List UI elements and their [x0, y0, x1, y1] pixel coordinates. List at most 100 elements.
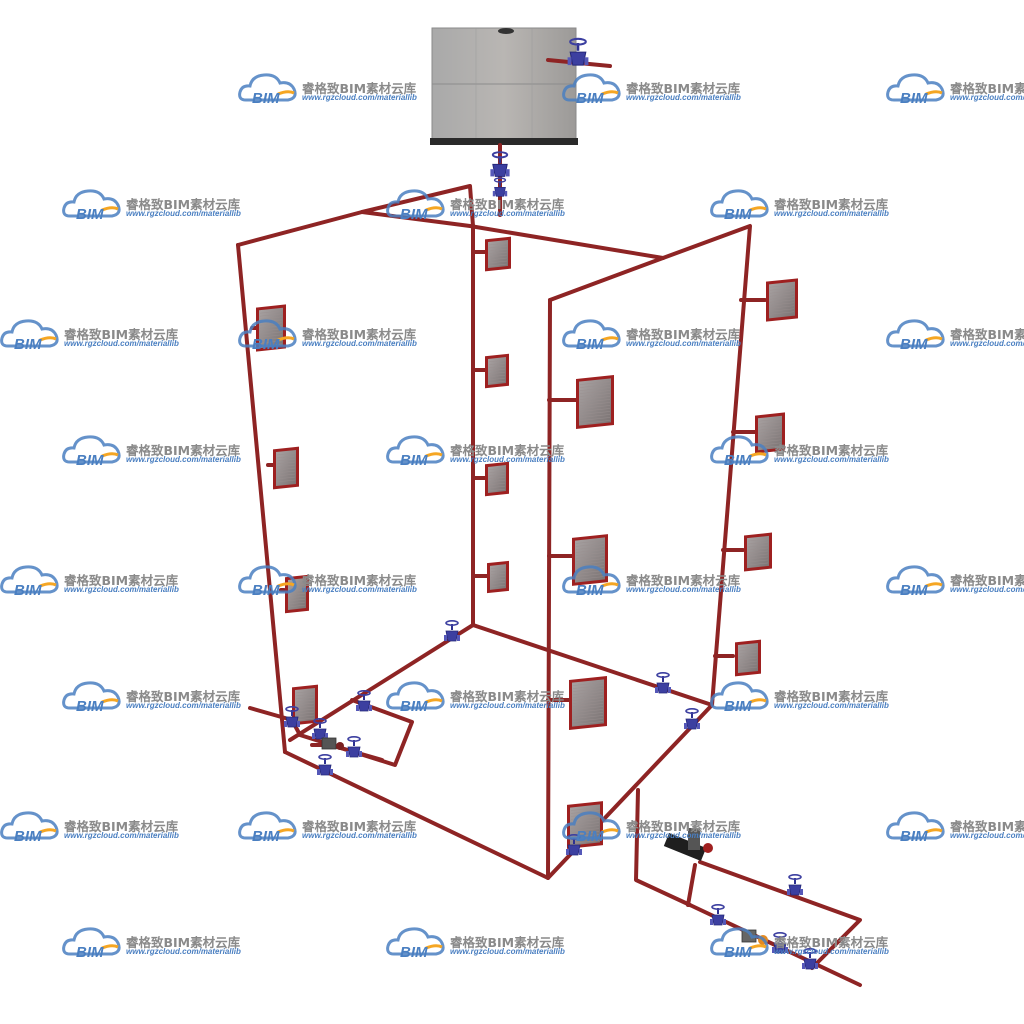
gate-valve-icon: [490, 151, 510, 177]
cloud-logo-icon: BIM: [238, 811, 297, 844]
cloud-logo-icon: BIM: [62, 189, 121, 222]
cloud-logo-icon: BIM: [386, 681, 445, 714]
watermark-brand-text: 睿格致BIM素材云库: [302, 573, 417, 588]
fire-hydrant-cabinet-icon: [292, 684, 318, 726]
gate-valve-icon: [567, 37, 589, 66]
watermark-brand-text: 睿格致BIM素材云库: [626, 81, 741, 96]
gate-valve-icon: [710, 904, 726, 926]
watermark-logo-text: BIM: [252, 582, 280, 598]
watermark-brand-text: 睿格致BIM素材云库: [450, 443, 565, 458]
watermark-url-text: www.rgzcloud.com/materiallib: [950, 339, 1024, 348]
gate-valve-icon: [655, 672, 671, 694]
cloud-logo-icon: BIM: [886, 319, 945, 352]
cloud-logo-icon: BIM: [386, 435, 445, 468]
watermark-url-text: www.rgzcloud.com/materiallib: [126, 455, 241, 464]
fire-hydrant-cabinet-icon: [744, 532, 772, 572]
gate-valve-icon: [284, 706, 300, 728]
cloud-logo-icon: BIM: [710, 681, 769, 714]
fire-hydrant-cabinet-icon: [485, 353, 509, 389]
watermark-url-text: www.rgzcloud.com/materiallib: [450, 455, 565, 464]
fire-hydrant-cabinet-icon: [576, 375, 614, 429]
watermark-brand-text: 睿格致BIM素材云库: [950, 81, 1024, 96]
watermark-logo-text: BIM: [14, 336, 42, 352]
watermark-logo-text: BIM: [400, 698, 428, 714]
watermark-brand-text: 睿格致BIM素材云库: [626, 573, 741, 588]
watermark-brand-text: 睿格致BIM素材云库: [126, 197, 241, 212]
watermark-brand-text: 睿格致BIM素材云库: [302, 81, 417, 96]
watermark-logo-text: BIM: [252, 90, 280, 106]
watermark-url-text: www.rgzcloud.com/materiallib: [64, 339, 179, 348]
watermark-logo-text: BIM: [576, 90, 604, 106]
watermark-brand-text: 睿格致BIM素材云库: [302, 327, 417, 342]
cloud-logo-icon: BIM: [886, 811, 945, 844]
watermark-logo-text: BIM: [400, 206, 428, 222]
watermark-url-text: www.rgzcloud.com/materiallib: [774, 701, 889, 710]
fire-hydrant-cabinet-icon: [273, 446, 299, 490]
watermark-url-text: www.rgzcloud.com/materiallib: [774, 455, 889, 464]
cloud-logo-icon: BIM: [386, 189, 445, 222]
cloud-logo-icon: BIM: [62, 681, 121, 714]
watermark-url-text: www.rgzcloud.com/materiallib: [950, 93, 1024, 102]
watermark-logo-text: BIM: [576, 828, 604, 844]
cloud-logo-icon: BIM: [0, 319, 59, 352]
watermark-url-text: www.rgzcloud.com/materiallib: [126, 209, 241, 218]
watermark-url-text: www.rgzcloud.com/materiallib: [774, 947, 889, 956]
watermark-url-text: www.rgzcloud.com/materiallib: [950, 831, 1024, 840]
watermark-brand-text: 睿格致BIM素材云库: [950, 819, 1024, 834]
watermark-brand-text: 睿格致BIM素材云库: [126, 935, 241, 950]
watermark-url-text: www.rgzcloud.com/materiallib: [302, 339, 417, 348]
watermark-brand-text: 睿格致BIM素材云库: [450, 689, 565, 704]
gate-valve-icon: [787, 874, 803, 896]
watermark-logo: BIM睿格致BIM素材云库www.rgzcloud.com/materialli…: [886, 316, 1024, 356]
watermark-brand-text: 睿格致BIM素材云库: [774, 689, 889, 704]
watermark-url-text: www.rgzcloud.com/materiallib: [626, 585, 741, 594]
cloud-logo-icon: BIM: [562, 319, 621, 352]
watermark-logo-text: BIM: [576, 336, 604, 352]
gate-valve-icon: [684, 708, 700, 730]
watermark-url-text: www.rgzcloud.com/materiallib: [450, 209, 565, 218]
fire-hydrant-cabinet-icon: [485, 236, 511, 272]
watermark-logo-text: BIM: [900, 336, 928, 352]
gate-valve-icon: [356, 690, 372, 712]
watermark-brand-text: 睿格致BIM素材云库: [450, 935, 565, 950]
watermark-brand-text: 睿格致BIM素材云库: [774, 935, 889, 950]
cloud-logo-icon: BIM: [238, 319, 297, 352]
watermark-logo-text: BIM: [900, 828, 928, 844]
watermark-logo: BIM 睿格致BIM素材云库www.rgzcloud.com/materialli…: [886, 808, 1024, 848]
watermark-url-text: www.rgzcloud.com/materiallib: [774, 209, 889, 218]
fire-hydrant-cabinet-icon: [485, 461, 509, 497]
watermark-logo-text: BIM: [900, 90, 928, 106]
gate-valve-icon: [312, 718, 328, 740]
cloud-logo-icon: BIM: [562, 811, 621, 844]
watermark-brand-text: 睿格致BIM素材云库: [64, 819, 179, 834]
watermark-logo-text: BIM: [76, 944, 104, 960]
watermark-url-text: www.rgzcloud.com/materiallib: [950, 585, 1024, 594]
watermark-logo-text: BIM: [724, 944, 752, 960]
cloud-logo-icon: BIM: [0, 565, 59, 598]
watermark-brand-text: 睿格致BIM素材云库: [950, 573, 1024, 588]
watermark-brand-text: 睿格致BIM素材云库: [64, 573, 179, 588]
watermark-logo-text: BIM: [76, 452, 104, 468]
cloud-logo-icon: BIM: [238, 73, 297, 106]
fire-hydrant-cabinet-icon: [572, 534, 608, 586]
watermark-url-text: www.rgzcloud.com/materiallib: [450, 947, 565, 956]
watermark-url-text: www.rgzcloud.com/materiallib: [64, 585, 179, 594]
water-tank-icon: [430, 27, 578, 145]
watermark-logo-text: BIM: [724, 698, 752, 714]
